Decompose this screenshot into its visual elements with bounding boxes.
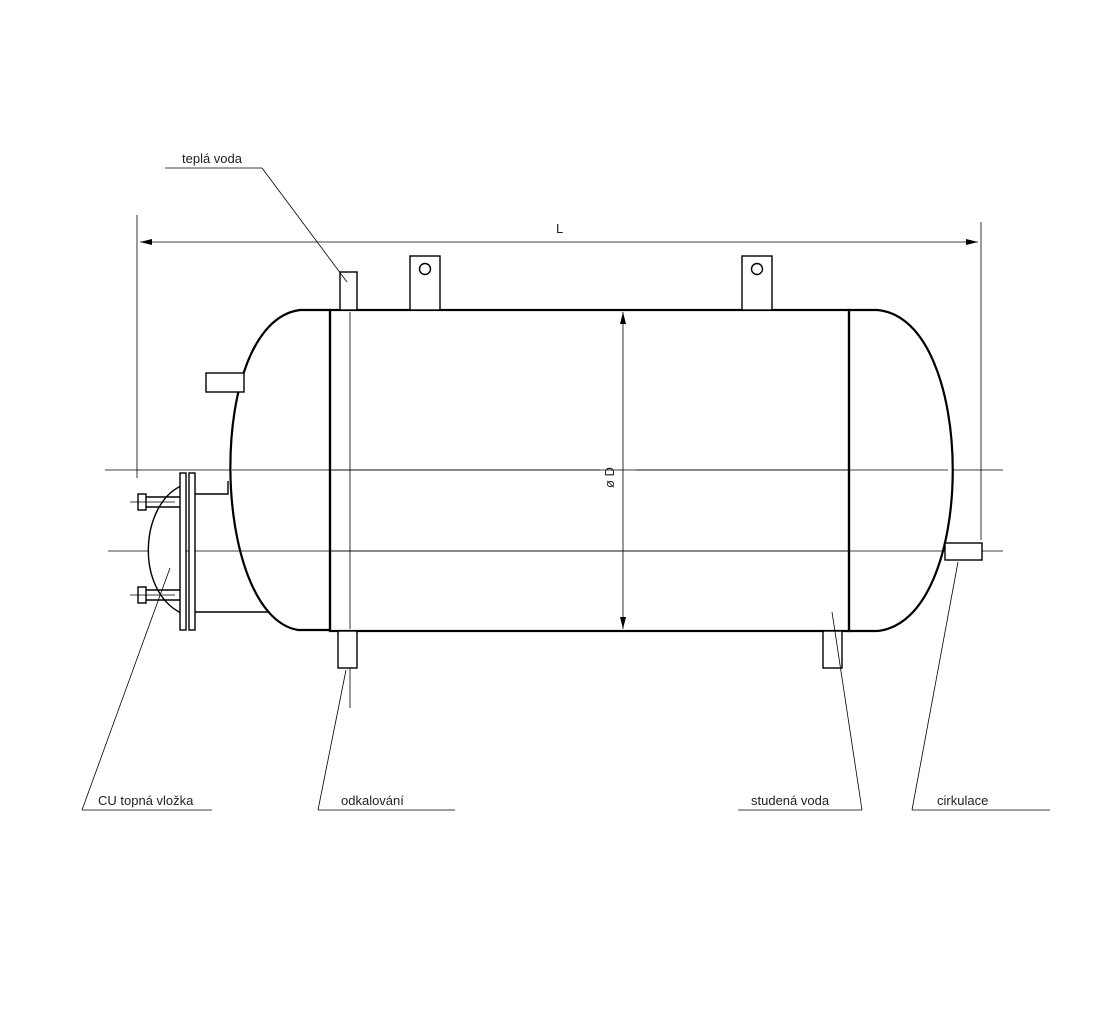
length-label: L [556,221,563,236]
cold-water-label: studená voda [751,793,830,808]
tank-body [229,308,954,633]
length-dimension: L [136,215,982,540]
heating-insert [130,472,270,631]
lifting-lug-right [741,255,773,311]
diameter-dimension: ø D [602,312,626,629]
circulation-label: cirkulace [937,793,988,808]
leader-heating-insert [81,567,212,811]
diameter-label: ø D [602,467,617,488]
descaling-label: odkalování [341,793,404,808]
descaling-nozzle [337,630,358,669]
hot-water-label: teplá voda [182,151,243,166]
leader-hot-water [165,167,348,283]
leader-cold-water [738,611,863,811]
side-nozzle [205,372,245,393]
hot-water-nozzle [339,271,358,311]
heating-insert-label: CU topná vložka [98,793,194,808]
lifting-lug-left [409,255,441,311]
leader-descaling [317,668,455,811]
circulation-nozzle [944,542,983,561]
cold-water-nozzle [822,630,843,669]
leader-circulation [911,561,1050,811]
